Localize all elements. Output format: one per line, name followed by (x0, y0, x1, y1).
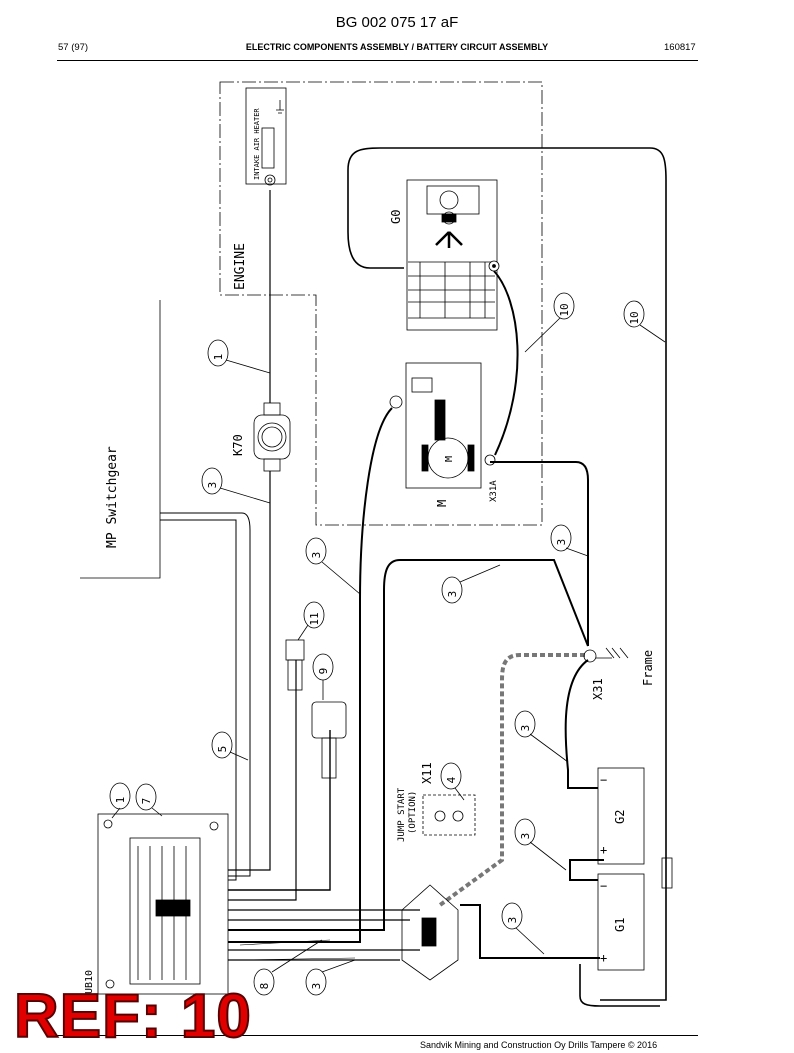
engine-label: ENGINE (233, 243, 248, 290)
mp-switchgear-boundary (80, 300, 161, 579)
callout-3: 3 (446, 591, 459, 598)
k70-relay (253, 414, 291, 460)
battery-switch (401, 884, 459, 981)
callout-3: 3 (310, 983, 323, 990)
switchgear-enclosure (97, 813, 229, 995)
callout-11: 11 (308, 612, 321, 625)
callout-9: 9 (317, 668, 330, 675)
page-number: 57 (97) (58, 42, 89, 53)
callout-8: 8 (258, 983, 271, 990)
motor-glyph: M (444, 456, 455, 462)
jump-start-dashed-wire (438, 653, 585, 907)
intake-air-heater-box (245, 87, 287, 185)
footer-rule (57, 1035, 698, 1036)
starter-motor-box (405, 362, 482, 489)
callout-10: 10 (558, 303, 571, 316)
jump-start-socket (422, 794, 476, 836)
frame-ground (596, 647, 629, 659)
x31a-label: X31A (489, 480, 499, 502)
k70-label: K70 (231, 434, 245, 456)
connector-11 (285, 639, 305, 661)
battery-g2 (597, 767, 645, 865)
engine-boundary (219, 81, 543, 526)
callout-3: 3 (519, 725, 532, 732)
alternator-box (406, 179, 498, 331)
g1-plus: + (600, 951, 607, 965)
callout-7: 7 (140, 798, 153, 805)
callout-balloons (109, 292, 666, 996)
intake-air-heater-label: INTAKE AIR HEATER (253, 108, 261, 180)
frame-label: Frame (641, 650, 655, 686)
mp-switchgear-label: MP Switchgear (105, 446, 120, 548)
callout-4: 4 (445, 776, 458, 783)
callout-3: 3 (206, 482, 219, 489)
option-label: (OPTION) (408, 791, 418, 834)
g1-label: G1 (613, 918, 627, 932)
g0-label: G0 (389, 210, 403, 224)
connector-9 (311, 701, 347, 739)
callout-3: 1 (212, 354, 225, 361)
document-date: 160817 (664, 42, 696, 53)
g2-minus: − (600, 773, 607, 787)
callout-10: 10 (628, 311, 641, 324)
g1-minus: − (600, 879, 607, 893)
m-label: M (435, 500, 449, 507)
x11-label: X11 (420, 762, 434, 784)
page-title: ELECTRIC COMPONENTS ASSEMBLY / BATTERY C… (245, 42, 549, 52)
callout-1: 1 (114, 797, 127, 804)
ub10-label: UB10 (84, 970, 95, 994)
callout-5: 5 (216, 746, 229, 753)
jump-start-label: JUMP START (397, 787, 407, 842)
g2-label: G2 (613, 810, 627, 824)
x31-label: X31 (591, 678, 605, 700)
g2-plus: + (600, 843, 607, 857)
footer-copyright: Sandvik Mining and Construction Oy Drill… (420, 1040, 658, 1050)
header-rule (57, 60, 698, 61)
battery-g1 (597, 873, 645, 971)
callout-3: 3 (506, 917, 519, 924)
callout-3: 3 (519, 833, 532, 840)
callout-3: 3 (310, 552, 323, 559)
callout-3: 3 (555, 539, 568, 546)
ref-stamp: REF: 10 (13, 982, 252, 1051)
document-code: BG 002 075 17 aF (335, 14, 459, 31)
